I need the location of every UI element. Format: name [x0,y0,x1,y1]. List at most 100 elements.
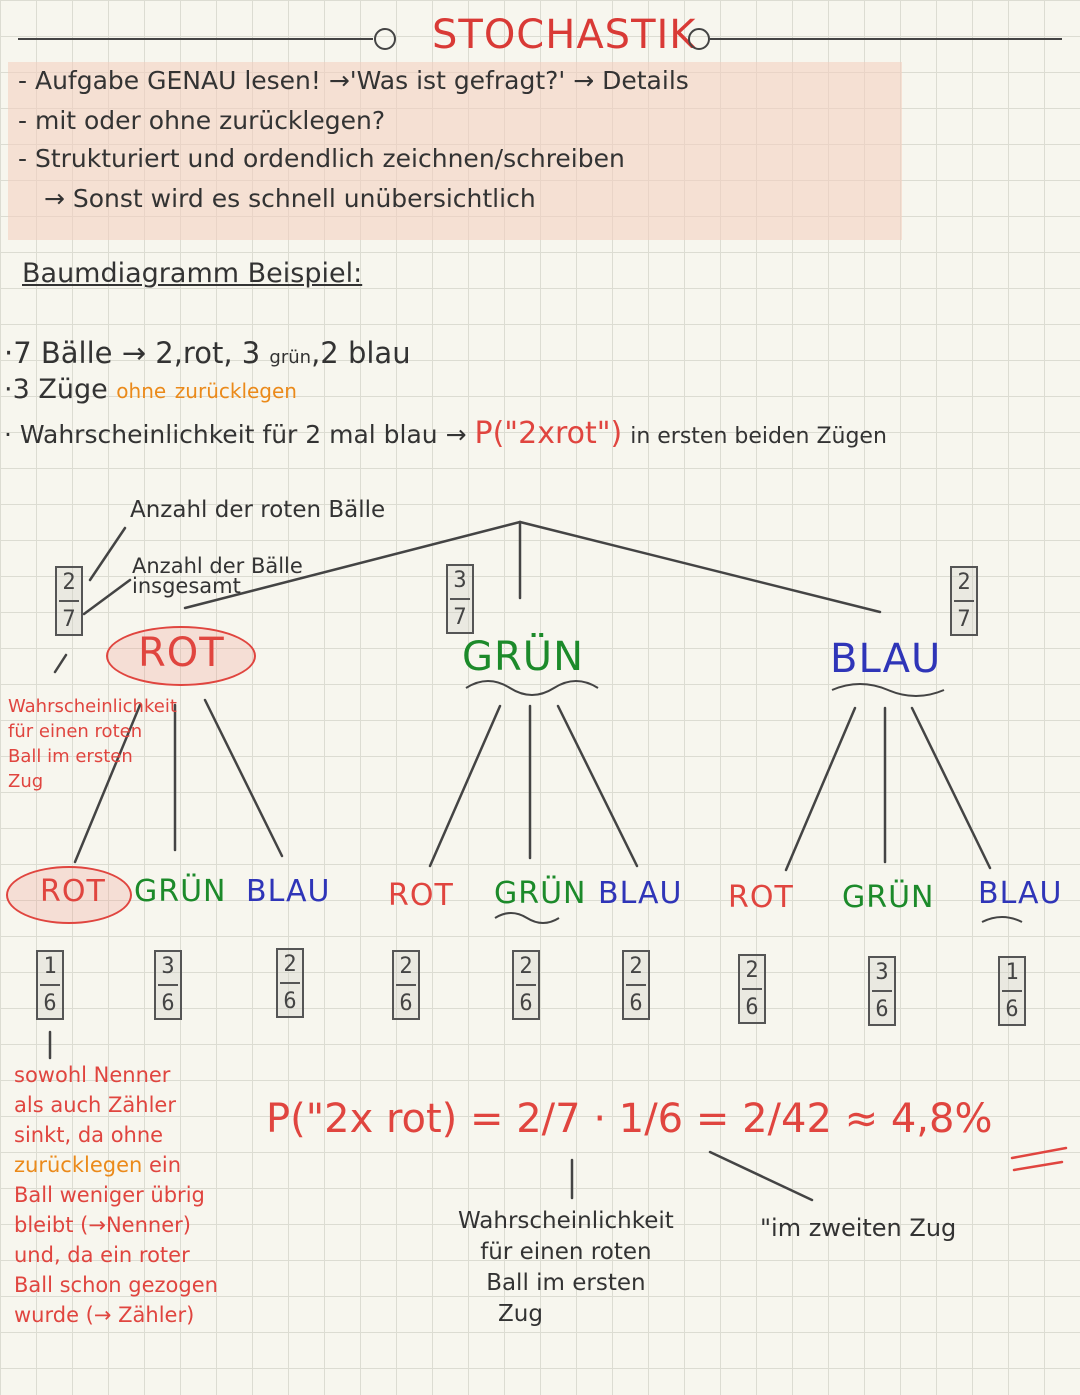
header-rule-right [710,38,1062,40]
result-expl-line-1: Wahrscheinlichkeit [458,1208,674,1234]
bullet-3-probability: P("2xrot") [474,416,623,451]
fraction-bar [450,598,470,600]
label-wahr-line-4: Zug [8,771,44,792]
fraction-denominator: 7 [62,607,76,632]
node-level2-6: BLAU [598,876,683,911]
result-explanation: Wahrscheinlichkeit für einen roten Ball … [458,1206,674,1330]
bullet-3-prefix: · Wahrscheinlichkeit für 2 mal blau → [4,420,467,449]
fraction-denominator: 6 [1005,997,1019,1022]
result-formula: P("2x rot) = 2/7 · 1/6 = 2/42 ≈ 4,8% [266,1096,993,1142]
bullet-1-prefix: ·7 Bälle → 2,rot, 3 [4,336,261,370]
fraction-denominator: 6 [283,989,297,1014]
page-title: STOCHASTIK [432,12,697,58]
fraction-bar [872,990,892,992]
node-level2-8: GRÜN [842,880,935,915]
bullet-2-prefix: ·3 Züge [4,374,108,405]
fraction-denominator: 6 [399,991,413,1016]
fraction-numerator: 2 [957,570,971,595]
fraction-numerator: 2 [519,954,533,979]
label-anzahl-gesamt: Anzahl der Bälle insgesamt [132,554,303,598]
label-wahr-line-3: Ball im ersten [8,746,133,767]
fraction-denominator: 6 [43,991,57,1016]
node-level2-9: BLAU [978,876,1063,911]
note-line-2: als auch Zähler [14,1093,176,1117]
result-expl-line-4: Zug [498,1301,543,1327]
fraction-bar [280,982,300,984]
bullet-3-suffix: in ersten beiden Zügen [630,424,887,449]
bullet-2-zuruecklegen: zurücklegen [174,379,297,403]
header-circle-right [688,28,710,50]
fraction-denominator: 6 [629,991,643,1016]
label-wahr-line-2: für einen roten [8,721,143,742]
fraction-bar [396,984,416,986]
fraction-bar [1002,990,1022,992]
fraction-bar [59,600,79,602]
fraction-numerator: 3 [875,960,889,985]
node-level2-3: BLAU [246,874,331,909]
label-anzahl-gesamt-line-1: Anzahl der Bälle [132,554,303,578]
header-rule-left [18,38,373,40]
example-bullet-1: ·7 Bälle → 2,rot, 3 grün,2 blau [4,336,411,370]
note-line-6: bleibt (→Nenner) [14,1213,191,1237]
note-line-9: wurde (→ Zähler) [14,1303,195,1327]
fraction-numerator: 2 [62,570,76,595]
node-level2-2: GRÜN [134,874,227,909]
highlight-ellipse-rot-level2 [6,866,132,924]
node-level2-4: ROT [388,878,454,913]
fraction-numerator: 2 [745,958,759,983]
node-level1-rot: ROT [138,630,225,676]
fraction-denominator: 6 [161,991,175,1016]
tip-line-2: - mit oder ohne zurücklegen? [18,106,386,135]
node-level2-5: GRÜN [494,876,587,911]
note-zuruecklegen: zurücklegen [14,1153,143,1177]
fraction-bar [954,600,974,602]
fraction-numerator: 1 [43,954,57,979]
node-level1-gruen: GRÜN [462,634,584,680]
bullet-1-suffix: ,2 blau [311,336,411,370]
fraction-numerator: 3 [453,568,467,593]
fraction-bar [40,984,60,986]
label-wahr-line-1: Wahrscheinlichkeit [8,696,177,717]
fraction-denominator: 6 [875,997,889,1022]
note-line-8: Ball schon gezogen [14,1273,218,1297]
note-line-7: und, da ein roter [14,1243,190,1267]
fraction-bar [158,984,178,986]
label-anzahl-gesamt-line-2: insgesamt [132,574,241,598]
node-level1-blau: BLAU [830,636,942,682]
tips-highlight [8,62,902,240]
fraction-numerator: 1 [1005,960,1019,985]
bullet-2-ohne: ohne [116,379,167,403]
note-line-4: zurücklegen ein [14,1150,264,1180]
example-bullet-2: ·3 Züge ohne zurücklegen [4,374,297,405]
fraction-numerator: 2 [283,952,297,977]
result-expl-line-2: für einen roten [480,1239,652,1265]
label-wahrscheinlichkeit: Wahrscheinlichkeit für einen roten Ball … [8,694,177,794]
fraction-bar [516,984,536,986]
fraction-bar [742,988,762,990]
highlight-ellipse-rot-level1 [106,626,256,686]
fraction-bar [626,984,646,986]
fraction-denominator: 7 [453,605,467,630]
section-heading: Baumdiagramm Beispiel: [22,258,363,289]
tip-line-3: - Strukturiert und ordendlich zeichnen/s… [18,144,625,173]
note-line-1: sowohl Nenner [14,1063,171,1087]
note-ein: ein [148,1153,182,1177]
bullet-1-gruen: grün [269,347,312,368]
note-line-3: sinkt, da ohne [14,1123,164,1147]
result-expl-line-3: Ball im ersten [486,1270,646,1296]
fraction-numerator: 2 [629,954,643,979]
label-anzahl-rot: Anzahl der roten Bälle [130,497,386,523]
header-circle-left [374,28,396,50]
note-line-5: Ball weniger übrig [14,1183,205,1207]
fraction-denominator: 7 [957,607,971,632]
fraction-numerator: 3 [161,954,175,979]
